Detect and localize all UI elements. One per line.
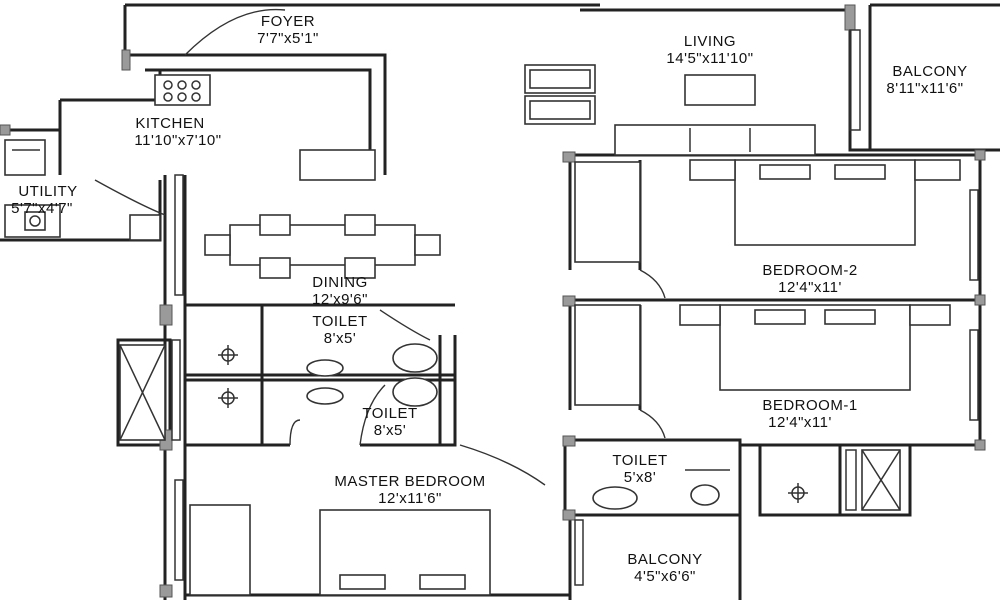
- label-bedroom2-size: 12'4"x11': [778, 279, 842, 296]
- doors: [94, 8, 730, 486]
- living-furniture: [524, 64, 816, 156]
- label-dining-name: DINING: [312, 274, 368, 291]
- label-balcony-top-size: 8'11"x11'6": [886, 80, 963, 97]
- wardrobes: [119, 344, 901, 511]
- label-balcony-bottom-name: BALCONY: [627, 551, 702, 568]
- label-foyer-name: FOYER: [261, 13, 315, 30]
- label-kitchen-name: KITCHEN: [135, 115, 204, 132]
- label-bedroom2-name: BEDROOM-2: [762, 262, 857, 279]
- wall-accents: [0, 4, 986, 598]
- label-toilet3-size: 5'x8': [624, 469, 656, 486]
- bedroom1-furniture: [574, 304, 951, 406]
- label-toilet2-name: TOILET: [362, 405, 417, 422]
- label-kitchen-size: 11'10"x7'10": [134, 132, 221, 149]
- label-toilet2-size: 8'x5': [374, 422, 406, 439]
- label-foyer-size: 7'7"x5'1": [257, 30, 319, 47]
- label-master-size: 12'x11'6": [378, 490, 442, 507]
- label-balcony-bottom-size: 4'5"x6'6": [634, 568, 696, 585]
- label-utility-name: UTILITY: [18, 183, 77, 200]
- toilet-fixtures: [218, 343, 808, 510]
- utility-fixtures: [4, 139, 161, 241]
- label-toilet1-name: TOILET: [312, 313, 367, 330]
- label-bedroom1-size: 12'4"x11': [768, 414, 832, 431]
- label-balcony-top-name: BALCONY: [892, 63, 967, 80]
- label-living-name: LIVING: [684, 33, 736, 50]
- room-labels: FOYER 7'7"x5'1" LIVING 14'5"x11'10" BALC…: [11, 13, 967, 585]
- dining-table: [204, 214, 441, 279]
- master-bedroom-furniture: [189, 504, 491, 596]
- label-toilet1-size: 8'x5': [324, 330, 356, 347]
- kitchen-counter: [154, 74, 376, 181]
- label-master-name: MASTER BEDROOM: [334, 473, 485, 490]
- label-toilet3-name: TOILET: [612, 452, 667, 469]
- label-utility-size: 5'7"x4'7": [11, 200, 73, 217]
- label-bedroom1-name: BEDROOM-1: [762, 397, 857, 414]
- label-living-size: 14'5"x11'10": [666, 50, 753, 67]
- windows: [171, 29, 979, 586]
- bedroom2-furniture: [574, 159, 961, 263]
- label-dining-size: 12'x9'6": [312, 291, 368, 308]
